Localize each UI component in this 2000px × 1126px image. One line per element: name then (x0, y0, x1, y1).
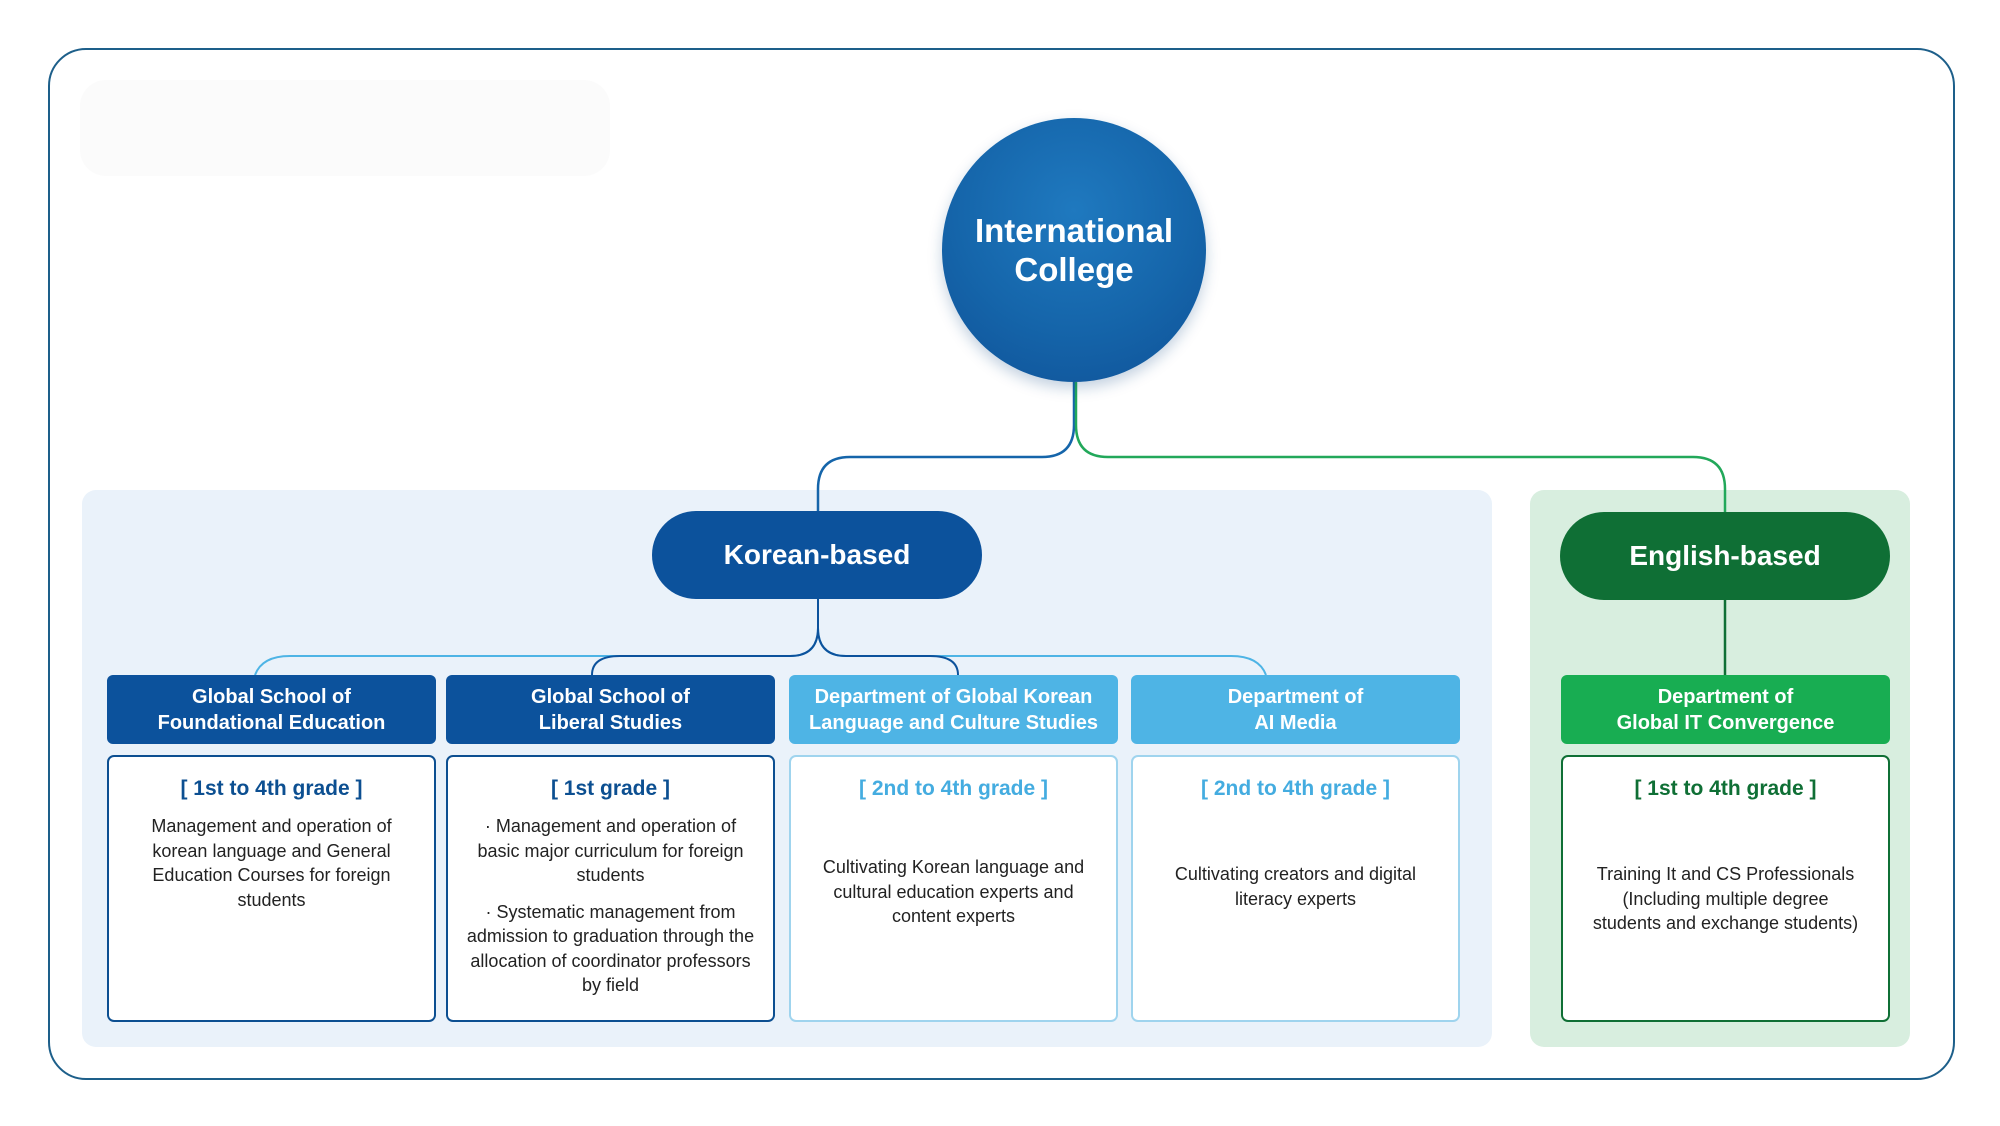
header-placeholder (80, 80, 610, 176)
unit-description: Cultivating creators and digital literac… (1133, 862, 1458, 911)
description-text: Cultivating Korean language and cultural… (822, 857, 1085, 926)
unit-header-liberal-studies: Global School of Liberal Studies (446, 675, 775, 744)
description-text: · Management and operation of basic majo… (477, 816, 744, 885)
unit-header-global-it-convergence: Department of Global IT Convergence (1561, 675, 1890, 744)
unit-card-global-it-convergence: [ 1st to 4th grade ] Training It and CS … (1561, 755, 1890, 1022)
unit-description: Management and operation of korean langu… (109, 814, 434, 912)
connector-root-to-korean (816, 382, 1076, 511)
unit-card-liberal-studies: [ 1st grade ] · Management and operation… (446, 755, 775, 1022)
description-text: · Systematic management from admission t… (466, 901, 755, 996)
grade-label: [ 1st to 4th grade ] (180, 777, 363, 800)
unit-header-korean-language-culture: Department of Global Korean Language and… (789, 675, 1118, 744)
root-node-international-college: International College (942, 118, 1206, 382)
grade-label: [ 2nd to 4th grade ] (1201, 777, 1390, 800)
unit-description: Training It and CS Professionals (Includ… (1563, 862, 1888, 936)
grade-label: [ 1st grade ] (550, 777, 671, 800)
unit-header-foundational-education: Global School of Foundational Education (107, 675, 436, 744)
connector-korean-to-foundational (254, 599, 819, 676)
description-text: Management and operation of korean langu… (151, 816, 392, 910)
english-based-node: English-based (1560, 512, 1890, 600)
description-text: Cultivating creators and digital literac… (1174, 864, 1417, 909)
description-text: Training It and CS Professionals (Includ… (1592, 864, 1859, 933)
connector-korean-to-ai-media (817, 599, 959, 676)
grade-label: [ 2nd to 4th grade ] (859, 777, 1048, 800)
unit-card-foundational-education: [ 1st to 4th grade ] Management and oper… (107, 755, 436, 1022)
unit-card-korean-language-culture: [ 2nd to 4th grade ] Cultivating Korean … (789, 755, 1118, 1022)
korean-based-node: Korean-based (652, 511, 982, 599)
unit-description: · Management and operation of basic majo… (448, 814, 773, 998)
connector-root-to-english (1074, 382, 1727, 512)
unit-description: Cultivating Korean language and cultural… (791, 855, 1116, 929)
connector-korean-to-korean-studies (817, 599, 1267, 676)
unit-card-ai-media: [ 2nd to 4th grade ] Cultivating creator… (1131, 755, 1460, 1022)
connector-korean-to-liberal (591, 599, 819, 676)
outer-frame (48, 48, 1955, 1080)
grade-label: [ 1st to 4th grade ] (1634, 777, 1817, 800)
unit-header-ai-media: Department of AI Media (1131, 675, 1460, 744)
